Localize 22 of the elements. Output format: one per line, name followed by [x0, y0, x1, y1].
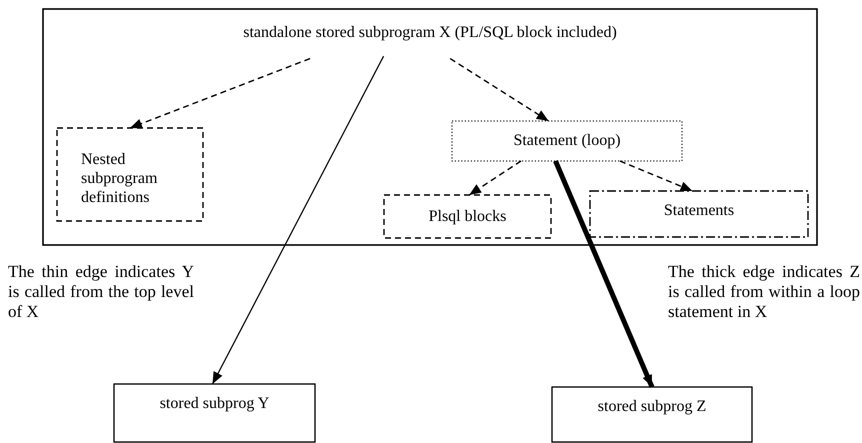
note-text: The thick edge indicates Z is called from within a loop statement in X: [668, 262, 860, 322]
node-text: stored subprog Y: [158, 394, 270, 413]
process-box: [384, 195, 551, 238]
arrow: [620, 160, 693, 192]
node-text: Statement (loop): [512, 131, 622, 150]
note-text: The thin edge indicates Y is called from the top level of X: [8, 262, 194, 322]
arrow: [212, 56, 384, 384]
node-text: standalone stored subprogram X (PL/SQL block included): [242, 23, 618, 42]
node-text: Nested subprogram definitions: [81, 150, 158, 207]
process-box: [552, 387, 752, 442]
process-box: [590, 191, 808, 237]
process-box: [57, 128, 203, 221]
process-box: [114, 384, 315, 442]
process-box: [452, 121, 682, 161]
arrow: [553, 160, 654, 388]
arrow: [130, 58, 310, 129]
process-box: [43, 9, 817, 245]
node-text: Statements: [662, 201, 736, 220]
arrow: [450, 58, 549, 122]
node-text: stored subprog Z: [596, 397, 708, 416]
arrow: [468, 160, 522, 196]
node-text: Plsql blocks: [428, 207, 508, 226]
